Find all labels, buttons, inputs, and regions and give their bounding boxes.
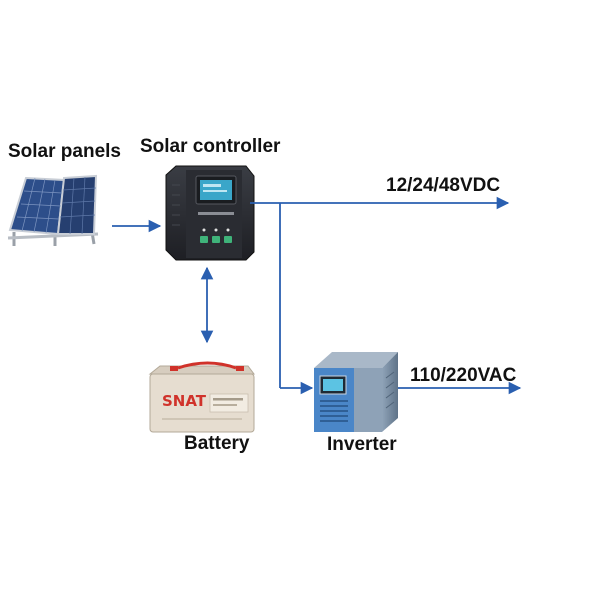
solar-panel-icon <box>7 174 99 246</box>
solar-panels-label: Solar panels <box>8 141 121 162</box>
battery-icon: SNAT <box>148 361 255 433</box>
controller-icon <box>165 165 255 261</box>
dc-output-label: 12/24/48VDC <box>386 175 501 196</box>
inverter-label: Inverter <box>327 434 397 455</box>
inverter-icon <box>314 352 398 432</box>
ac-output-label: 110/220VAC <box>410 365 517 386</box>
battery-label: Battery <box>184 433 250 454</box>
controller-buttons <box>200 228 232 243</box>
battery-brand-text: SNAT <box>162 392 207 410</box>
wiring <box>112 196 522 395</box>
solar-controller-label: Solar controller <box>140 136 281 157</box>
